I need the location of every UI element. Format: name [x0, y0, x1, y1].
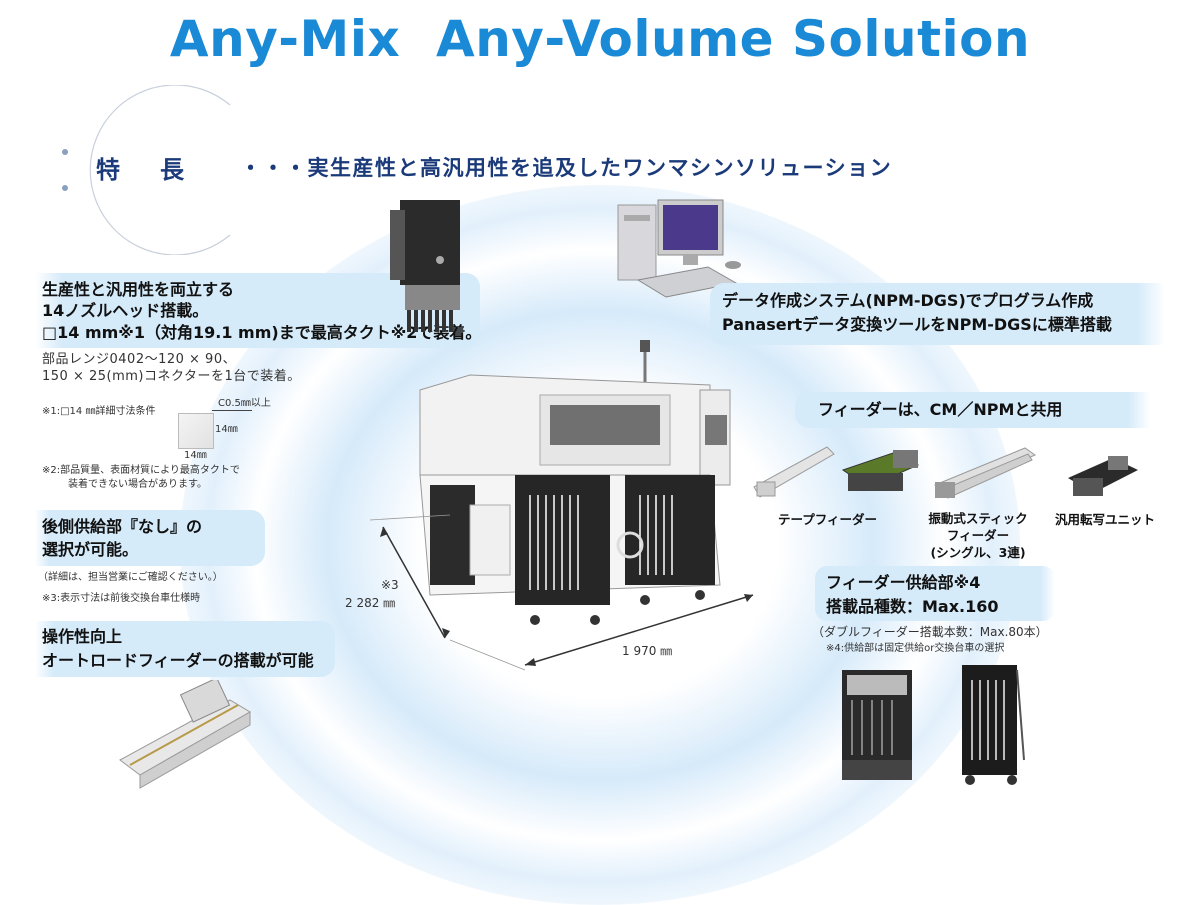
vibration-stick-feeder-image	[841, 450, 920, 491]
page-title: Any-Mix Any-Volume Solution	[169, 10, 1031, 68]
depth-dimension-note: ※3	[381, 578, 399, 592]
operation-callout-line2: オートロードフィーダーの搭載が可能	[42, 651, 314, 670]
head-unit-image	[390, 200, 460, 332]
supply-callout-line2: 搭載品種数：Max.160	[826, 597, 999, 616]
width-dimension: 1 970 ㎜	[622, 644, 673, 658]
feature-tagline: ・・・実生産性と高汎用性を追及したワンマシンソリューション	[240, 156, 893, 180]
head-note1: ※1:□14 ㎜詳細寸法条件	[42, 406, 156, 417]
fixed-supply-unit-image	[842, 670, 912, 780]
supply-callout-box	[815, 566, 1055, 621]
head-range-line1: 部品レンジ0402～120 × 90、	[42, 352, 237, 367]
supply-callout-line1: フィーダー供給部※4	[826, 573, 981, 592]
data-callout-box	[710, 283, 1165, 345]
feature-heading: 特 長	[96, 156, 192, 184]
operation-callout-line1: 操作性向上	[42, 627, 123, 646]
head-callout-line1: 生産性と汎用性を両立する	[42, 280, 235, 299]
head-callout-line2: 14ノズルヘッド搭載。	[42, 301, 209, 320]
feeder-callout-box	[795, 392, 1150, 428]
data-callout-line1: データ作成システム(NPM-DGS)でプログラム作成	[722, 291, 1094, 310]
stick-feeder-label: 振動式スティック フィーダー (シングル、3連)	[928, 511, 1028, 560]
head-range-line2: 150 × 25(mm)コネクターを1台で装着。	[42, 369, 301, 384]
corner-leader-line	[212, 410, 252, 411]
rear-note: （詳細は、担当営業にご確認ください。）	[38, 572, 223, 583]
data-callout-line2: Panasertデータ変換ツールをNPM-DGSに標準搭載	[722, 315, 1112, 334]
stick-feeder-triple-image	[934, 447, 1037, 499]
tape-feeder-image	[753, 446, 835, 498]
supply-note4: ※4:供給部は固定供給or交換台車の選択	[826, 643, 1005, 654]
rear-callout-box	[35, 510, 265, 566]
supply-note: （ダブルフィーダー搭載本数：Max.80本）	[812, 625, 1048, 639]
feeder-callout-line1: フィーダーは、CM／NPMと共用	[818, 400, 1063, 419]
detail-bottom-label: 14㎜	[184, 450, 207, 461]
dimension-lines	[369, 514, 754, 671]
rear-callout-line1: 後側供給部『なし』の	[42, 517, 203, 536]
head-note2b: 装着できない場合があります。	[68, 479, 207, 490]
head-callout-line3: □14 mm※1（対角19.1 mm)まで最高タクト※2で装着。	[42, 323, 482, 342]
detail-corner-label: C0.5㎜以上	[218, 398, 271, 409]
depth-dimension: 2 282 ㎜	[345, 596, 396, 610]
computer-image	[617, 199, 741, 298]
rear-note3: ※3:表示寸法は前後交換台車仕様時	[42, 593, 201, 604]
head-note2a: ※2:部品質量、表面材質により最高タクトで	[42, 465, 240, 476]
feature-arc-decoration	[62, 85, 231, 255]
exchange-cart-image	[962, 665, 1025, 785]
autoload-feeder-image	[119, 680, 251, 789]
rear-callout-line2: 選択が可能。	[42, 540, 139, 559]
transfer-unit-label: 汎用転写ユニット	[1055, 512, 1156, 527]
mounting-machine-image	[419, 340, 731, 625]
operation-callout-box	[35, 621, 335, 677]
dimension-square-diagram	[178, 413, 214, 449]
transfer-unit-image	[1068, 456, 1138, 496]
tape-feeder-label: テープフィーダー	[778, 512, 878, 527]
detail-side-label: 14㎜	[215, 424, 238, 435]
